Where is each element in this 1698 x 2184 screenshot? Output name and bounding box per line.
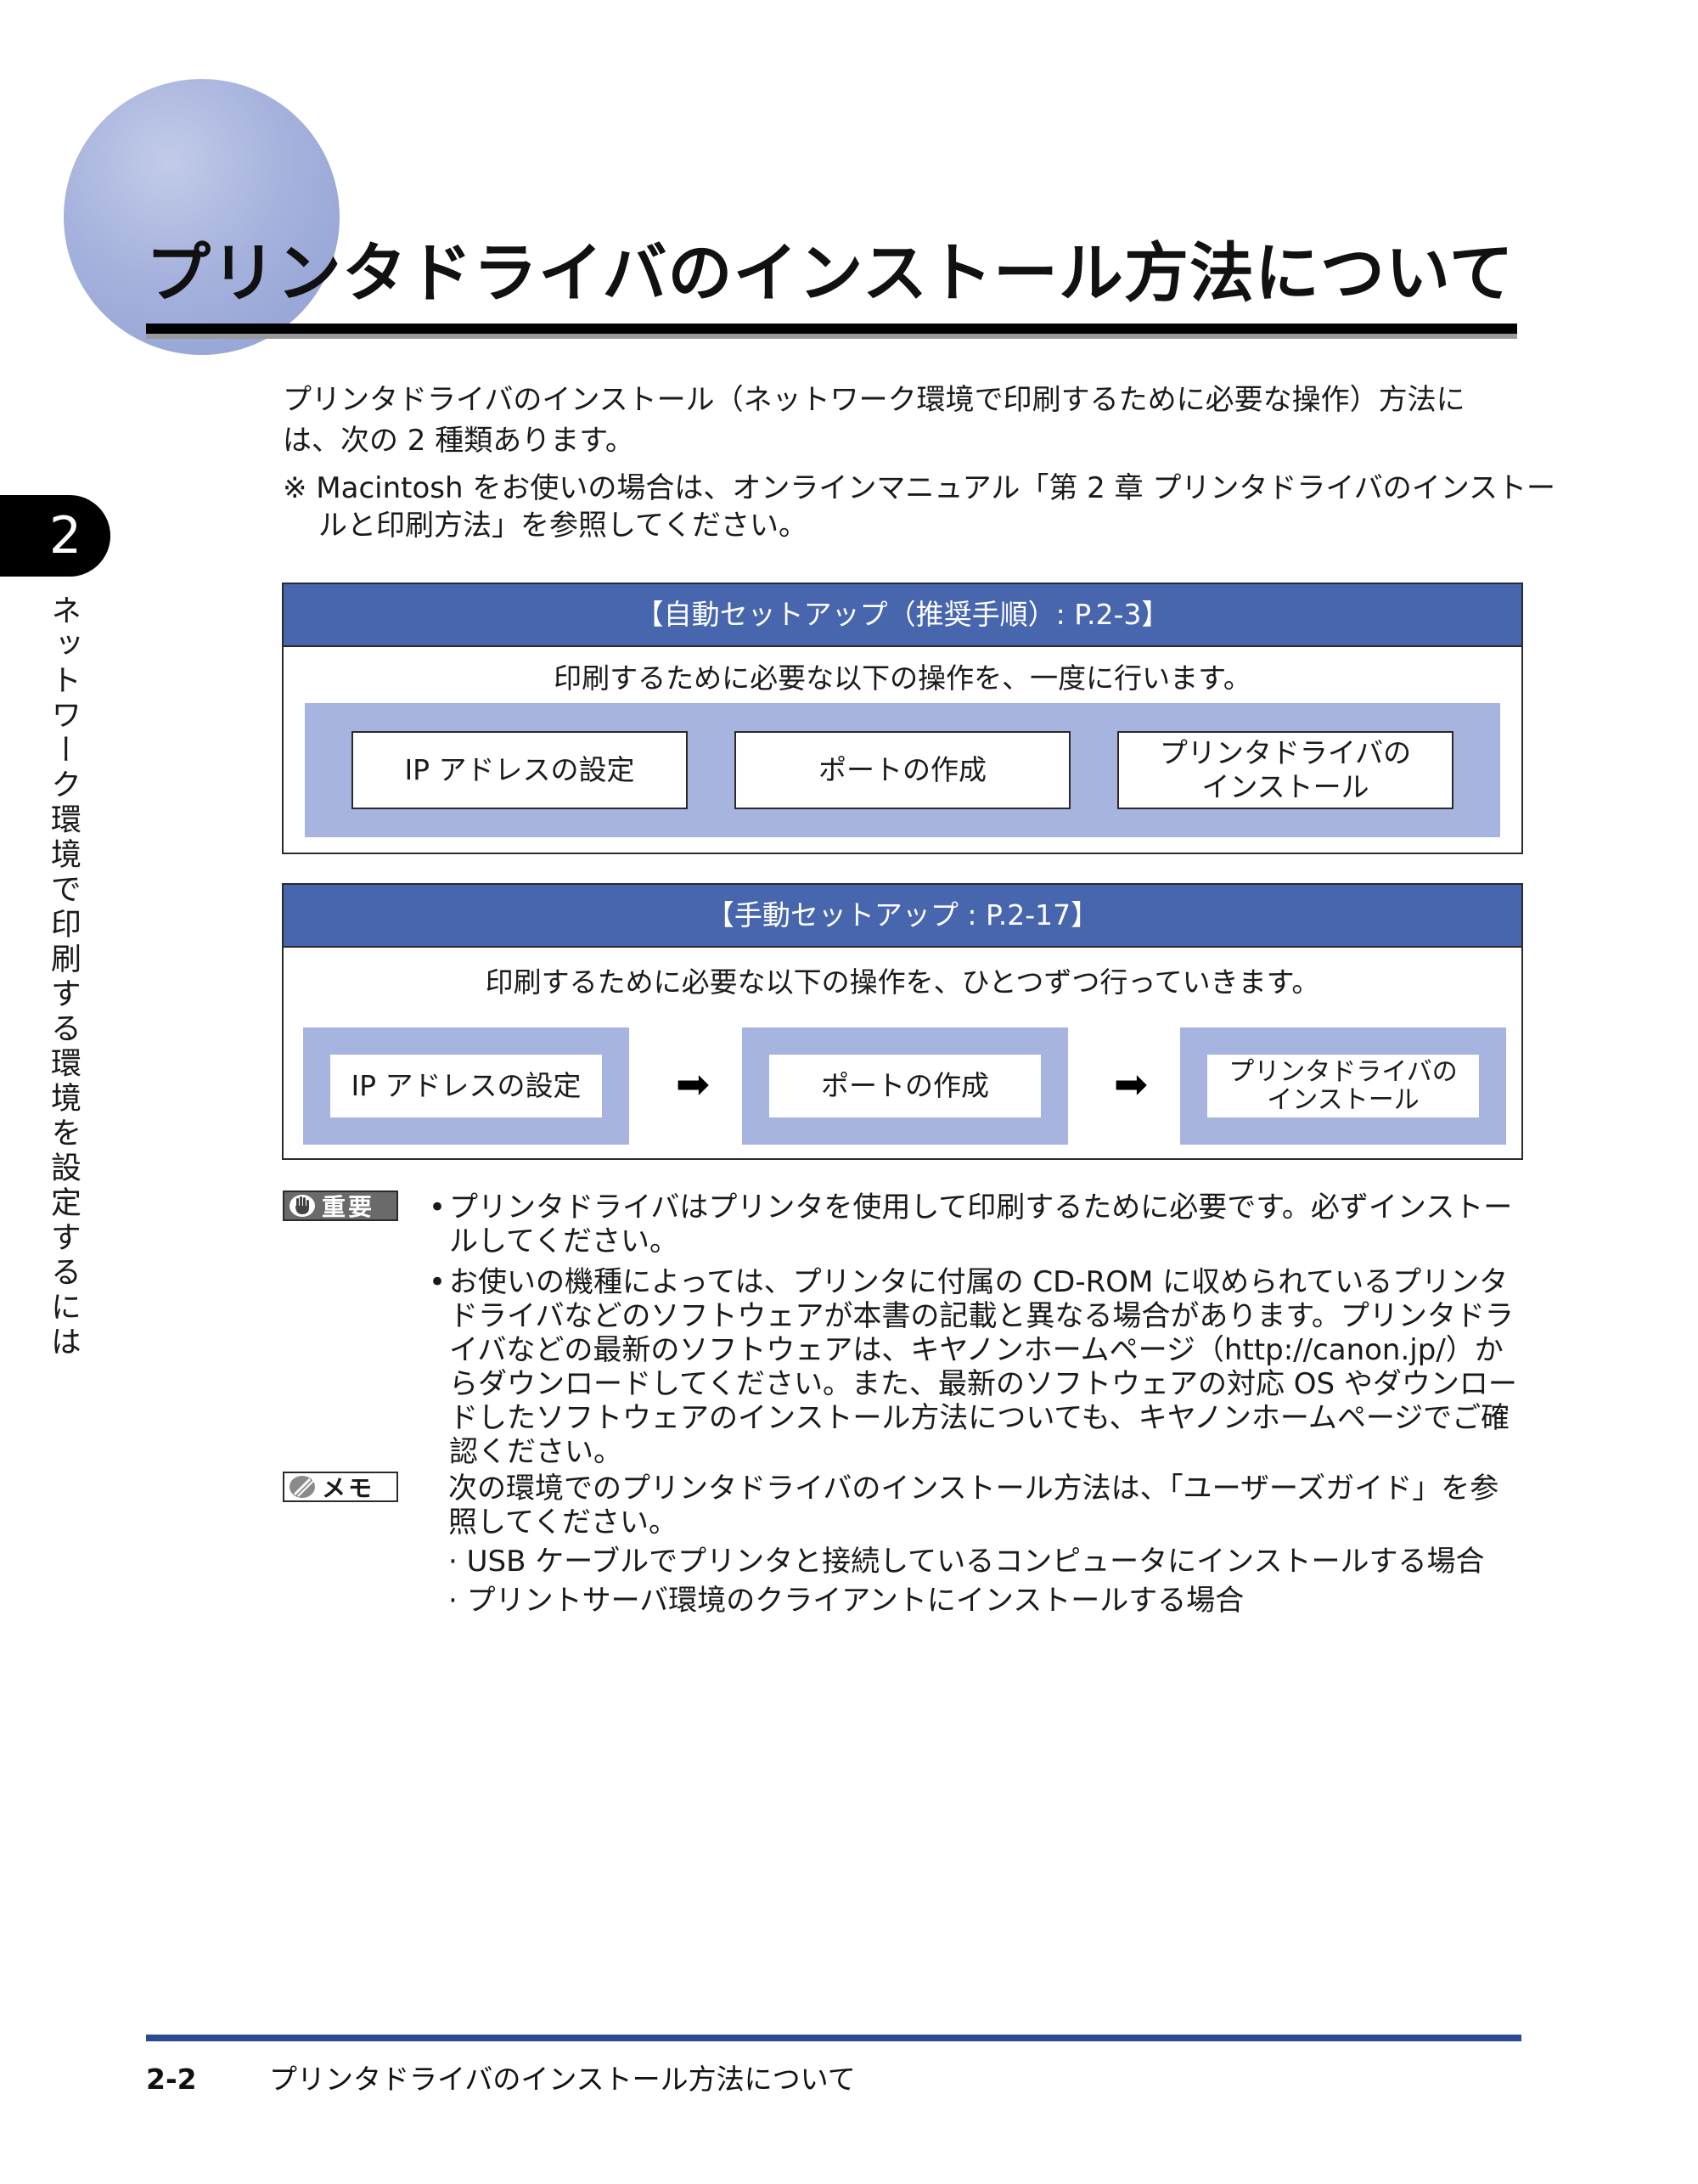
memo-text: 次の環境でのプリンタドライバのインストール方法は、「ユーザーズガイド」を参照して… — [448, 1472, 1499, 1539]
auto-step-port: ポートの作成 — [734, 731, 1071, 809]
intro-paragraph: プリンタドライバのインストール（ネットワーク環境で印刷するために必要な操作）方法… — [283, 383, 1465, 458]
manual-step-label-box: ポートの作成 — [769, 1055, 1041, 1117]
auto-step-label: プリンタドライバの インストール — [1159, 736, 1412, 803]
auto-setup-steps-band: IP アドレスの設定 ポートの作成 プリンタドライバの インストール — [305, 703, 1500, 837]
auto-step-ip-address: IP アドレスの設定 — [351, 731, 688, 809]
arrow-right-icon: ➡ — [675, 1061, 711, 1108]
page-title: プリンタドライバのインストール方法について — [146, 235, 1515, 311]
manual-step-label-box: プリンタドライバの インストール — [1207, 1055, 1479, 1117]
manual-step-label: IP アドレスの設定 — [351, 1069, 582, 1102]
important-item: プリンタドライバはプリンタを使用して印刷するために必要です。必ずインストールして… — [429, 1191, 1524, 1258]
memo-content: 次の環境でのプリンタドライバのインストール方法は、「ユーザーズガイド」を参照して… — [448, 1472, 1522, 1618]
chapter-number: 2 — [48, 506, 82, 566]
macintosh-note: ※ Macintosh をお使いの場合は、オンラインマニュアル「第 2 章 プリ… — [283, 471, 1556, 543]
manual-setup-box: 【手動セットアップ : P.2-17】 印刷するために必要な以下の操作を、ひとつ… — [282, 883, 1523, 1160]
important-label: 重要 — [322, 1193, 375, 1221]
manual-step-label-box: IP アドレスの設定 — [330, 1055, 602, 1117]
hand-stop-icon — [290, 1195, 315, 1217]
manual-setup-header: 【手動セットアップ : P.2-17】 — [284, 885, 1521, 948]
auto-step-label: ポートの作成 — [818, 753, 987, 786]
auto-step-driver-install: プリンタドライバの インストール — [1117, 731, 1453, 809]
auto-setup-header: 【自動セットアップ（推奨手順）: P.2-3】 — [284, 584, 1521, 647]
chapter-tab — [0, 495, 110, 577]
manual-step-port: ポートの作成 — [742, 1027, 1068, 1145]
manual-step-label: プリンタドライバの インストール — [1229, 1057, 1458, 1115]
pencil-icon — [290, 1476, 315, 1498]
memo-label: メモ — [322, 1474, 375, 1502]
manual-step-label: ポートの作成 — [821, 1069, 989, 1102]
footer-rule — [146, 2035, 1521, 2041]
footer-title: プリンタドライバのインストール方法について — [269, 2063, 856, 2096]
manual-step-driver-install: プリンタドライバの インストール — [1180, 1027, 1506, 1145]
chapter-side-label: ネットワーク環境で印刷する環境を設定するには — [46, 594, 81, 1360]
arrow-right-icon: ➡ — [1113, 1061, 1149, 1108]
memo-item: · プリントサーバ環境のクライアントにインストールする場合 — [448, 1584, 1245, 1618]
important-item: お使いの機種によっては、プリンタに付属の CD-ROM に収められているプリンタ… — [429, 1265, 1524, 1469]
auto-setup-box: 【自動セットアップ（推奨手順）: P.2-3】 印刷するために必要な以下の操作を… — [282, 583, 1523, 854]
auto-setup-description: 印刷するために必要な以下の操作を、一度に行います。 — [554, 661, 1251, 695]
memo-item: · USB ケーブルでプリンタと接続しているコンピュータにインストールする場合 — [448, 1545, 1485, 1579]
title-underline — [146, 324, 1517, 334]
manual-step-ip-address: IP アドレスの設定 — [303, 1027, 629, 1145]
important-tag: 重要 — [283, 1191, 398, 1221]
important-list: プリンタドライバはプリンタを使用して印刷するために必要です。必ずインストールして… — [429, 1191, 1524, 1476]
auto-step-label: IP アドレスの設定 — [404, 753, 635, 786]
memo-tag: メモ — [283, 1472, 398, 1502]
page-number: 2-2 — [146, 2063, 197, 2096]
manual-setup-description: 印刷するために必要な以下の操作を、ひとつずつ行っていきます。 — [485, 965, 1320, 999]
title-underline-shadow — [146, 334, 1517, 339]
title-decoration-circle — [64, 79, 340, 355]
